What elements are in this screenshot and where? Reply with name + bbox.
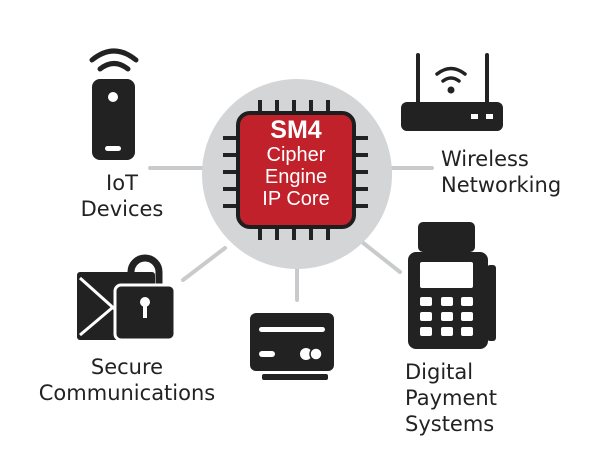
label-line: IoT (106, 171, 138, 195)
label-line: Networking (441, 173, 562, 197)
iot-device-icon (89, 48, 139, 160)
label-line: Systems (405, 412, 495, 436)
label-line: Payment (405, 386, 497, 410)
label-line: Secure (90, 355, 164, 379)
chip-icon (223, 100, 368, 240)
envelope-lock-icon (77, 254, 177, 342)
credit-card-icon (250, 313, 334, 380)
label-line: Communications (38, 381, 216, 405)
secure-label: Secure Communications (39, 354, 215, 406)
connector-secure (181, 246, 227, 282)
chip-line: Engine (264, 166, 328, 188)
connector-payment (360, 240, 402, 274)
router-icon (401, 53, 503, 131)
wireless-label: Wireless Networking (441, 146, 561, 198)
iot-label: IoT Devices (81, 170, 164, 222)
chip-label: SM4 Cipher Engine IP Core (238, 116, 354, 210)
label-line: Wireless (441, 147, 529, 171)
chip-line: IP Core (262, 188, 330, 210)
chip-title: SM4 (270, 116, 322, 144)
payment-label: Digital Payment Systems (405, 359, 497, 437)
pos-terminal-icon (408, 222, 496, 349)
label-line: Digital (405, 360, 474, 384)
chip-line: Cipher (266, 144, 326, 166)
label-line: Devices (80, 197, 164, 221)
